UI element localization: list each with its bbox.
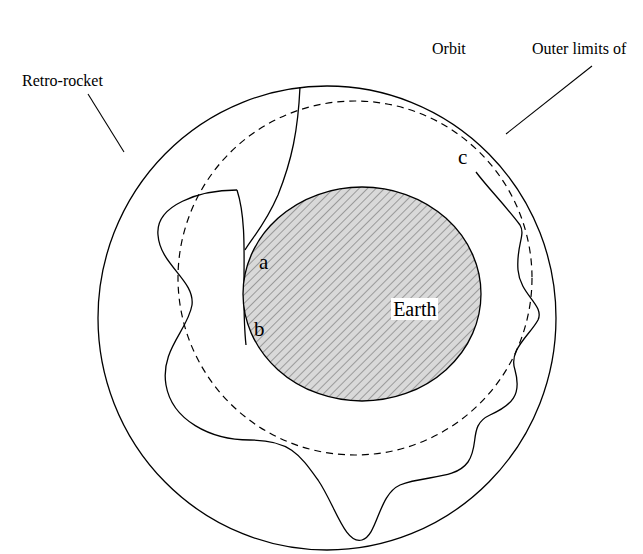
leader-line [88, 94, 124, 152]
point-label: b [254, 318, 265, 341]
node-label: Earth [391, 298, 438, 320]
earth-shape [242, 186, 482, 402]
point-label: a [259, 251, 268, 274]
part-label: Outer limits of [532, 40, 626, 58]
point-label: c [458, 146, 467, 169]
earth-circle: Earth [242, 186, 482, 402]
part-label: Orbit [432, 40, 466, 58]
earth-outline [243, 187, 481, 401]
part-label: Retro-rocket [22, 72, 103, 90]
atmosphere-limit [178, 101, 532, 455]
leader-line [506, 66, 592, 134]
trajectory-c [158, 172, 539, 540]
trajectory-b [237, 190, 246, 345]
orbit-circle [98, 86, 556, 550]
